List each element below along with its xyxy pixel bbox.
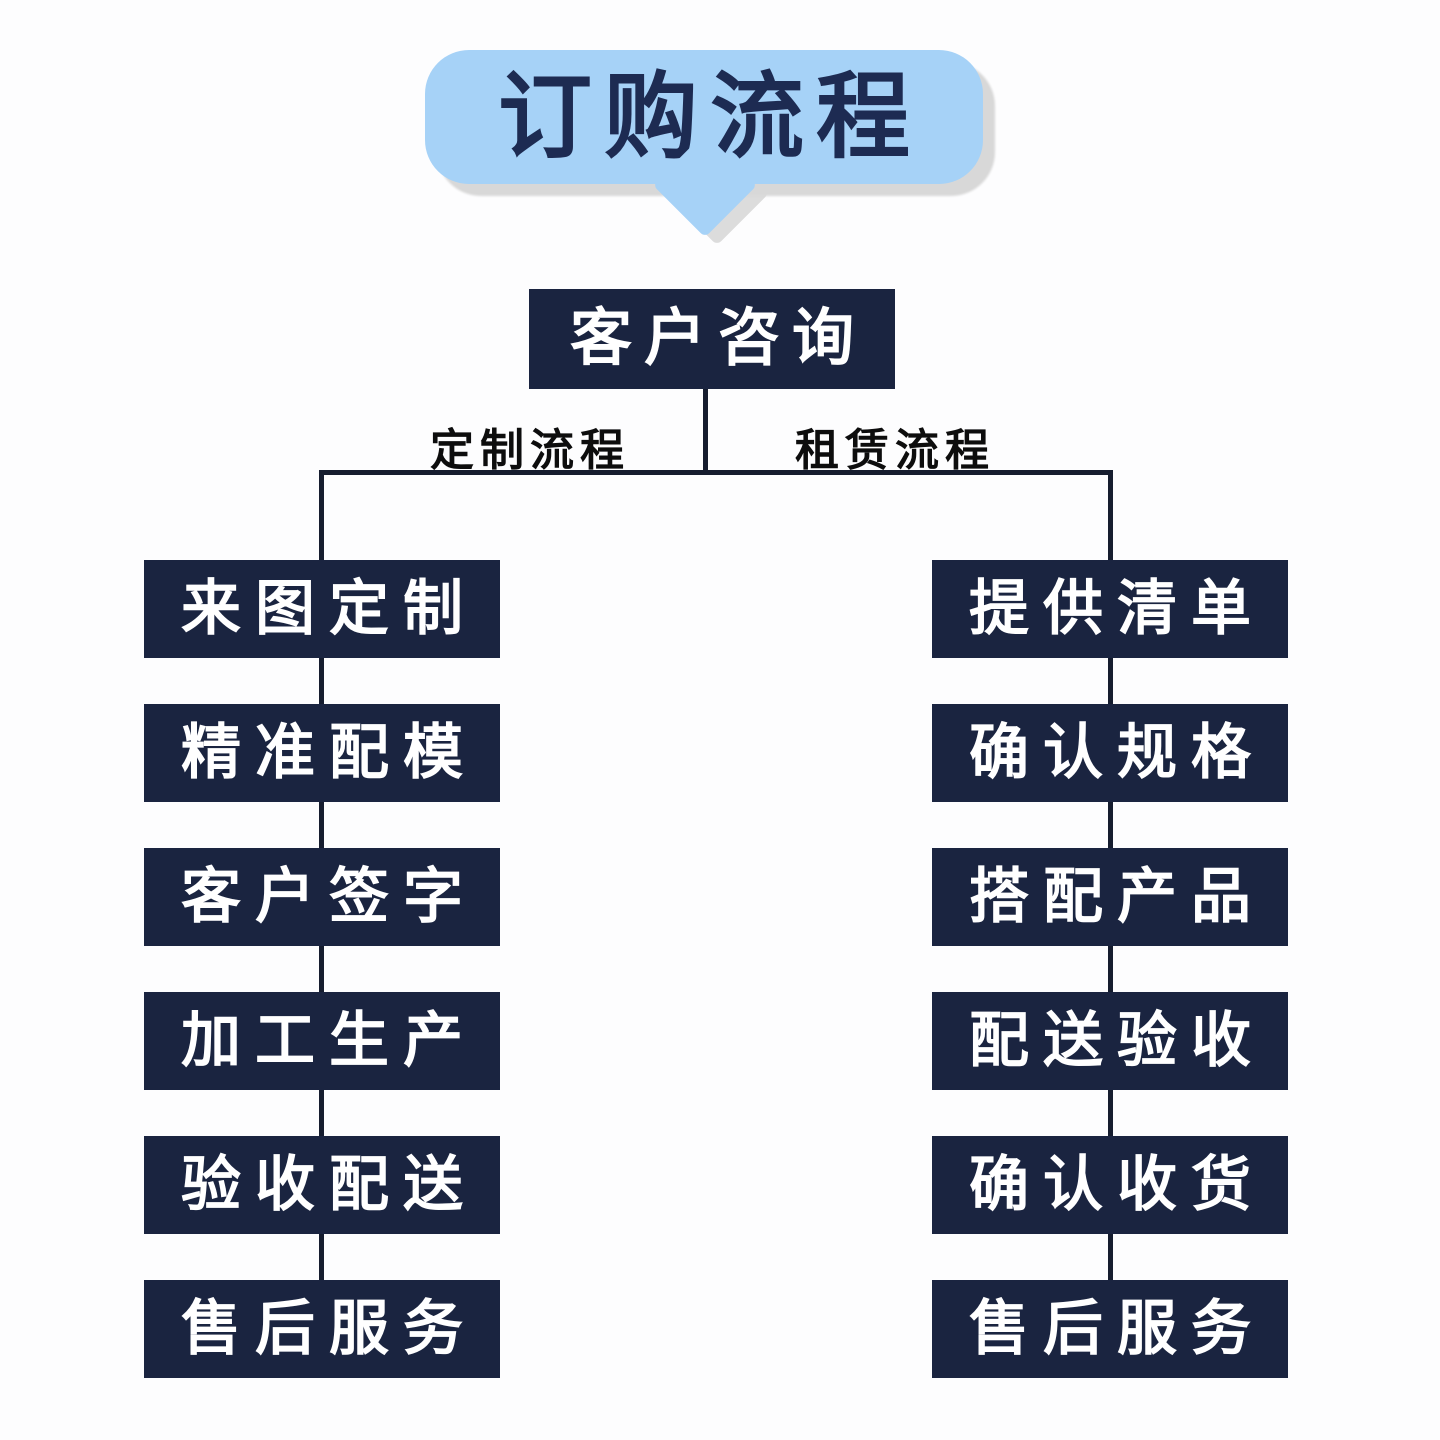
node-customer-consultation-label: 客户咨询 [569, 304, 866, 373]
step-box-production: 加工生产 [144, 992, 500, 1090]
step-label-inspection-delivery: 验收配送 [181, 1151, 477, 1218]
step-box-confirm-specs: 确认规格 [932, 704, 1288, 802]
step-box-custom-design: 来图定制 [144, 560, 500, 658]
connector-root-stem [703, 386, 708, 474]
step-label-production: 加工生产 [181, 1007, 477, 1074]
step-label-after-sales-left: 售后服务 [181, 1295, 477, 1362]
step-box-after-sales-right: 售后服务 [932, 1280, 1288, 1378]
branch-label-customization: 定制流程 [430, 426, 630, 475]
step-label-confirm-specs: 确认规格 [969, 719, 1265, 786]
step-label-delivery-inspection: 配送验收 [969, 1007, 1265, 1074]
step-label-after-sales-right: 售后服务 [969, 1295, 1265, 1362]
connector-branch-horizontal [319, 470, 1113, 475]
step-box-provide-list: 提供清单 [932, 560, 1288, 658]
step-box-after-sales-left: 售后服务 [144, 1280, 500, 1378]
step-label-mold-matching: 精准配模 [181, 719, 477, 786]
step-label-match-products: 搭配产品 [969, 863, 1265, 930]
step-label-custom-design: 来图定制 [181, 575, 477, 642]
step-box-mold-matching: 精准配模 [144, 704, 500, 802]
step-label-confirm-receipt: 确认收货 [969, 1151, 1265, 1218]
step-box-inspection-delivery: 验收配送 [144, 1136, 500, 1234]
step-box-customer-signature: 客户签字 [144, 848, 500, 946]
step-box-delivery-inspection: 配送验收 [932, 992, 1288, 1090]
node-customer-consultation: 客户咨询 [529, 289, 895, 389]
step-box-match-products: 搭配产品 [932, 848, 1288, 946]
step-label-provide-list: 提供清单 [969, 575, 1265, 642]
branch-label-rental: 租赁流程 [795, 426, 995, 475]
step-label-customer-signature: 客户签字 [181, 863, 477, 930]
step-box-confirm-receipt: 确认收货 [932, 1136, 1288, 1234]
